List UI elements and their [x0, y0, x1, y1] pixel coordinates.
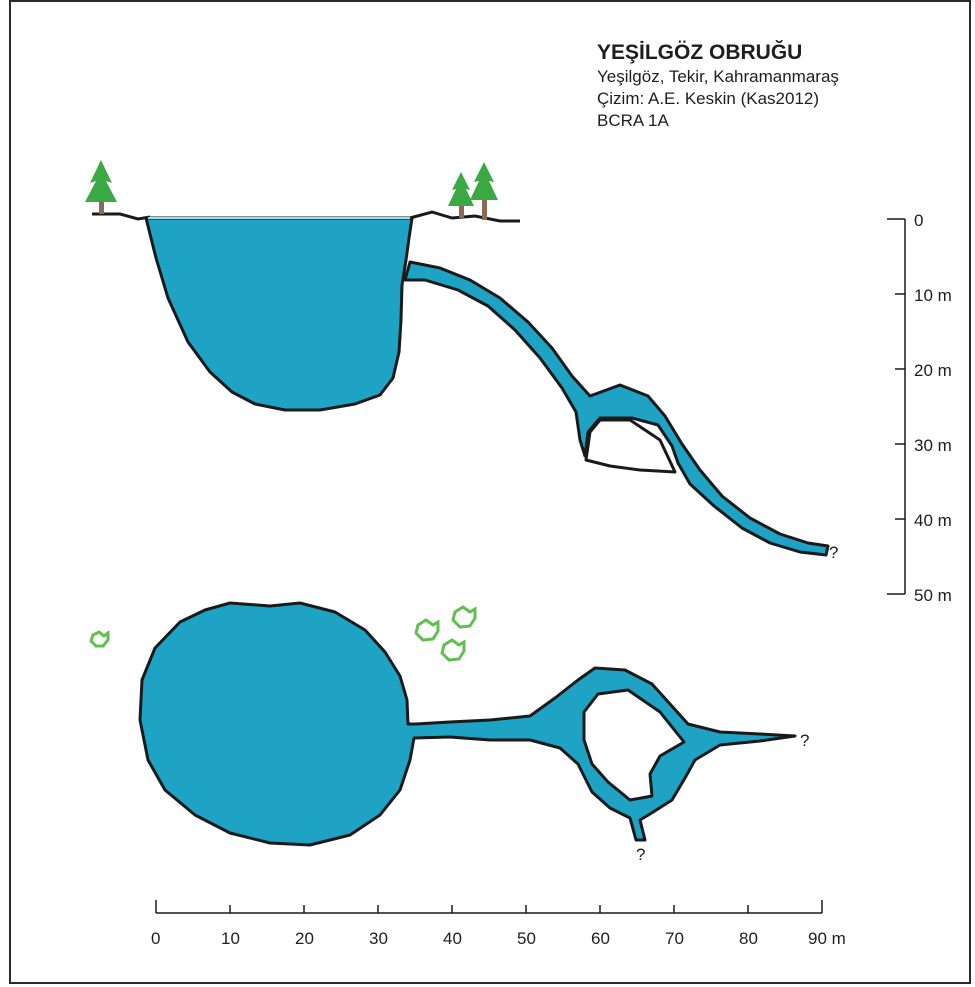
shrub-icon	[414, 618, 440, 642]
drawing-credit: Çizim: A.E. Keskin (Kas2012)	[597, 89, 820, 108]
cave-title: YEŞİLGÖZ OBRUĞU	[597, 41, 803, 64]
horizontal-tick-label: 80	[739, 929, 758, 948]
survey-grade: BCRA 1A	[597, 111, 669, 130]
depth-tick-label: 0	[914, 211, 923, 230]
profile-unknown-mark: ?	[829, 543, 838, 562]
profile-rock-pillar	[584, 418, 677, 474]
shrub-icon	[451, 605, 477, 629]
tree-icon	[85, 160, 117, 214]
doline-lake	[144, 216, 414, 412]
horizontal-tick-label: 0	[151, 929, 160, 948]
horizontal-tick-label: 40	[443, 929, 462, 948]
shrub-icon	[440, 638, 466, 662]
horizontal-tick-label: 70	[665, 929, 684, 948]
profile-passage	[403, 260, 830, 557]
tree-icon	[448, 172, 474, 218]
cave-location: Yeşilgöz, Tekir, Kahramanmaraş	[597, 67, 839, 86]
horizontal-tick-label: 20	[295, 929, 314, 948]
depth-tick-label: 40 m	[914, 511, 952, 530]
plan-section: ? ?	[89, 601, 809, 864]
plan-rock-island	[582, 688, 686, 802]
depth-tick-label: 20 m	[914, 361, 952, 380]
plan-chamber	[138, 601, 797, 847]
depth-scale: 0 10 m 20 m 30 m 40 m 50 m	[887, 211, 952, 605]
ground-surface-left	[92, 212, 151, 221]
horizontal-scale: 0 10 20 30 40 50 60 70 80 90 m	[151, 900, 846, 948]
horizontal-tick-label: 30	[369, 929, 388, 948]
depth-tick-label: 30 m	[914, 436, 952, 455]
depth-tick-label: 50 m	[914, 586, 952, 605]
plan-unknown-mark-south: ?	[636, 845, 645, 864]
horizontal-tick-label: 60	[591, 929, 610, 948]
shrub-icon	[89, 630, 110, 648]
profile-section: ?	[85, 160, 838, 562]
plan-unknown-mark-east: ?	[800, 731, 809, 750]
ground-surface-right	[409, 210, 520, 223]
horizontal-tick-label: 10	[221, 929, 240, 948]
depth-tick-label: 10 m	[914, 286, 952, 305]
horizontal-tick-label: 90 m	[808, 929, 846, 948]
tree-icon	[470, 162, 498, 220]
title-block: YEŞİLGÖZ OBRUĞU Yeşilgöz, Tekir, Kahrama…	[597, 40, 839, 132]
drawing-frame	[9, 0, 971, 984]
horizontal-tick-label: 50	[517, 929, 536, 948]
